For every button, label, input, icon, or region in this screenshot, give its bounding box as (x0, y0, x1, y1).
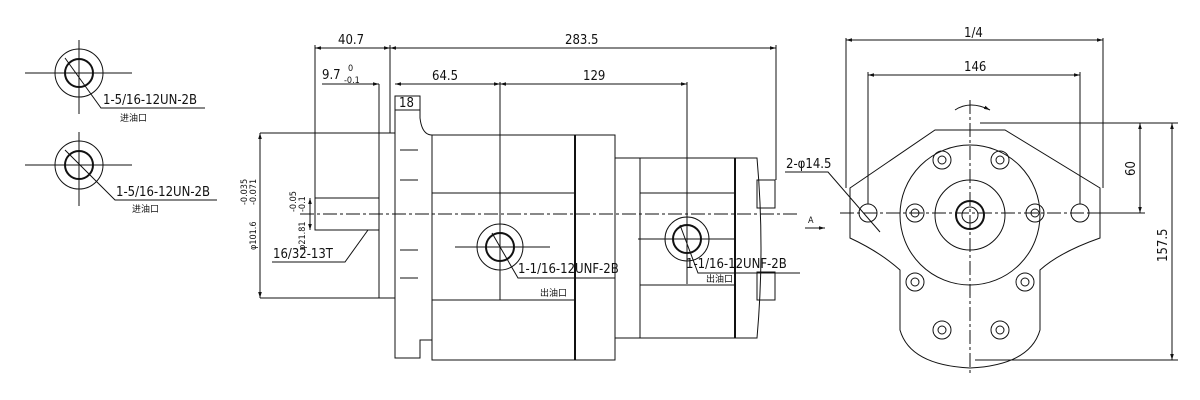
view-a-label: A (808, 216, 814, 226)
dim-center-height: 60 (1124, 161, 1139, 176)
shaft-tol-upper: -0.05 (289, 191, 299, 212)
dim-hole-spacing: 146 (964, 60, 986, 75)
inlet-thread-label: 1-5/16-12UN-2B (103, 93, 197, 108)
pilot-depth-tol-upper: 0 (348, 64, 353, 74)
shaft-tol-lower: -0.1 (298, 196, 308, 212)
pilot-tol-upper: -0.035 (240, 179, 250, 205)
inlet-thread-label-2: 1-5/16-12UN-2B (116, 185, 210, 200)
dim-port1-offset: 64.5 (432, 69, 458, 84)
front-view: 1/4 146 60 157.5 2-φ14.5 (785, 26, 1178, 375)
outlet-label-1: 出油口 (540, 287, 567, 299)
dim-mount-holes: 2-φ14.5 (786, 157, 831, 172)
dim-port2-offset: 129 (583, 69, 605, 84)
dim-flange-width: 1/4 (964, 26, 983, 41)
dim-overall-length: 283.5 (565, 33, 598, 48)
bolt-holes (858, 150, 1090, 340)
pilot-tol-lower: -0.071 (249, 179, 259, 205)
pilot-depth-tol-lower: -0.1 (344, 76, 360, 86)
outlet-thread-label-2: 1-1/16-12UNF-2B (686, 257, 787, 272)
inlet-port-view-2: 1-5/16-12UN-2B 进油口 (25, 132, 217, 215)
spline-label: 16/32-13T (273, 247, 334, 262)
dim-overall-height: 157.5 (1156, 229, 1171, 262)
inlet-label: 进油口 (120, 112, 147, 124)
side-view: 1-1/16-12UNF-2B 出油口 1-1/16-12UNF-2B 出油口 … (240, 33, 800, 361)
inlet-label-2: 进油口 (132, 203, 159, 215)
dim-pilot-depth: 9.7 (322, 68, 341, 83)
dim-shaft-diameter: φ21.81 (298, 221, 308, 250)
dim-pilot-diameter: φ101.6 (249, 221, 259, 250)
inlet-port-view-1: 1-5/16-12UN-2B 进油口 (25, 40, 205, 124)
dim-flange-thickness: 18 (399, 96, 414, 111)
outlet-thread-label-1: 1-1/16-12UNF-2B (518, 262, 619, 277)
outlet-label-2: 出油口 (706, 273, 733, 285)
dim-shaft-length: 40.7 (338, 33, 364, 48)
